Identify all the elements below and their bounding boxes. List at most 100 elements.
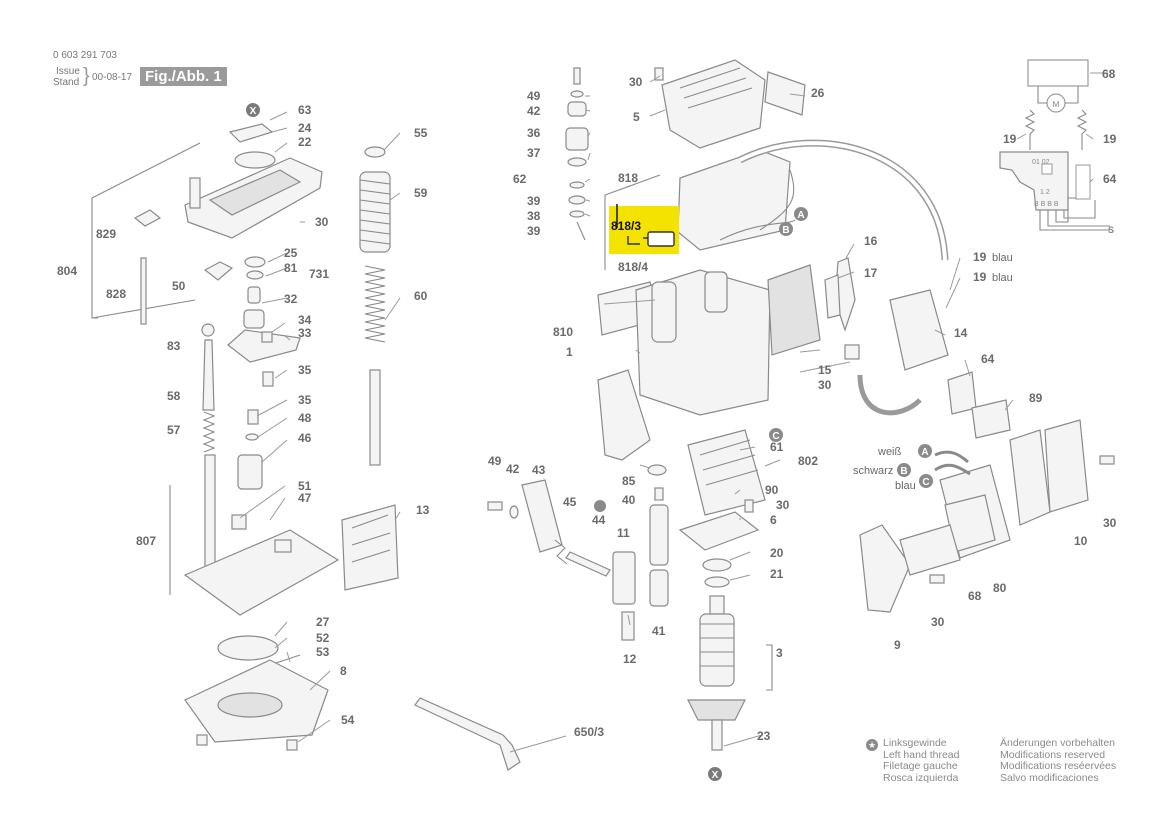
bearing-22 [234, 151, 276, 169]
callout-810: 810 [553, 325, 573, 339]
note-line: Filetage gauche [883, 760, 958, 772]
callout-802: 802 [798, 454, 818, 468]
switch-cable [857, 374, 922, 416]
callout-42b: 42 [506, 462, 520, 476]
marker-c1 [769, 428, 783, 442]
callout-90: 90 [765, 483, 779, 497]
screw-35a [262, 371, 274, 387]
callout-68a: 68 [968, 589, 982, 603]
callout-35a: 35 [298, 363, 312, 377]
callout-39b: 39 [527, 224, 541, 238]
pins-label: B B B B [1034, 201, 1059, 208]
sleeve-37 [565, 127, 589, 151]
wire-weiss [934, 450, 969, 464]
callout-47: 47 [298, 491, 312, 505]
marker-b2 [897, 463, 911, 477]
wire-label-weiss: weiß [877, 446, 902, 458]
bracket-89 [971, 399, 1011, 439]
handle-10 [1044, 419, 1089, 513]
star-icon: ★ [866, 739, 878, 751]
issue-date: 00-08-17 [92, 72, 133, 83]
callout-60: 60 [414, 289, 428, 303]
bearing-20 [702, 558, 732, 572]
callout-818: 818 [618, 171, 638, 185]
x-marker-top [246, 103, 260, 117]
handle-cover-68b [899, 524, 961, 576]
callout-x-top: X [250, 106, 257, 117]
spring-59 [359, 171, 391, 253]
armature-3 [699, 613, 735, 687]
screw-35b [247, 409, 259, 425]
marker-a1 [794, 207, 808, 221]
clamp-46 [237, 454, 263, 490]
carbon-brush-818-3 [647, 231, 675, 247]
callout-45: 45 [563, 495, 577, 509]
spring-34 [261, 331, 273, 343]
note-line: Modifications reserved [1000, 748, 1106, 761]
left-hand-thread-note: Linksgewinde Left hand thread Filetage g… [883, 737, 960, 784]
wiring-schematic [999, 59, 1110, 231]
column-post [189, 177, 201, 209]
contacts-bottom-label: 1 2 [1040, 189, 1050, 196]
callout-58: 58 [167, 389, 181, 403]
callout-16: 16 [864, 234, 878, 248]
bracket-24 [228, 123, 274, 143]
x-marker-bottom [708, 767, 722, 781]
schematic-wiring [1039, 197, 1110, 231]
marker-a2 [918, 444, 932, 458]
right-assembly [859, 419, 1115, 613]
marker-c2 [919, 474, 933, 488]
ring-55 [364, 146, 386, 158]
note-line: Linksgewinde [883, 737, 947, 749]
pin-39 [576, 221, 586, 241]
star-icon-44 [594, 500, 606, 512]
callout-42a: 42 [527, 104, 541, 118]
callout-1: 1 [566, 345, 573, 359]
part-47 [274, 539, 292, 553]
callout-c1: C [772, 431, 779, 442]
callout-43: 43 [532, 463, 546, 477]
callout-c2: C [922, 477, 929, 488]
callout-40: 40 [622, 493, 636, 507]
callout-41: 41 [652, 624, 666, 638]
callout-22: 22 [298, 135, 312, 149]
bracket-804-line [91, 198, 98, 319]
handle-9 [859, 524, 911, 613]
washer-39a [569, 181, 585, 189]
screw-49 [573, 67, 581, 85]
callout-818-3: 818/3 [611, 219, 641, 233]
callout-30d: 30 [776, 498, 790, 512]
callout-21: 21 [770, 567, 784, 581]
callout-a1: A [797, 210, 804, 221]
column-807 [204, 454, 216, 581]
callout-83: 83 [167, 339, 181, 353]
clip-15 [844, 344, 860, 360]
callout-44: 44 [592, 513, 606, 527]
brush-wire-818-3 [627, 236, 648, 245]
note-line: Salvo modificaciones [1000, 771, 1099, 784]
sleeve-41 [649, 569, 669, 607]
switch-contact [1041, 163, 1053, 175]
callout-13: 13 [416, 503, 430, 517]
modifications-note: Änderungen vorbehalten Modifications res… [1000, 737, 1116, 784]
callout-63: 63 [298, 103, 312, 117]
knob-32 [243, 309, 265, 329]
callout-15: 15 [818, 363, 832, 377]
center-assembly [487, 59, 1011, 751]
callout-10: 10 [1074, 534, 1088, 548]
spring-12 [621, 611, 635, 641]
callout-b1: B [782, 225, 789, 236]
motor-wires [1037, 86, 1079, 104]
resistor-19b [1076, 109, 1088, 150]
callout-64b: 64 [1103, 172, 1117, 186]
callout-57: 57 [167, 423, 181, 437]
gasket-26 [764, 71, 806, 116]
callout-30f: 30 [931, 615, 945, 629]
screw-30e [1099, 455, 1115, 465]
callout-32: 32 [284, 292, 298, 306]
window-13 [341, 504, 399, 591]
stand-label: Stand [53, 77, 80, 88]
note-line: Left hand thread [883, 748, 960, 761]
issue-label: Issue [56, 66, 80, 77]
note-line: Rosca izquierda [883, 771, 959, 784]
